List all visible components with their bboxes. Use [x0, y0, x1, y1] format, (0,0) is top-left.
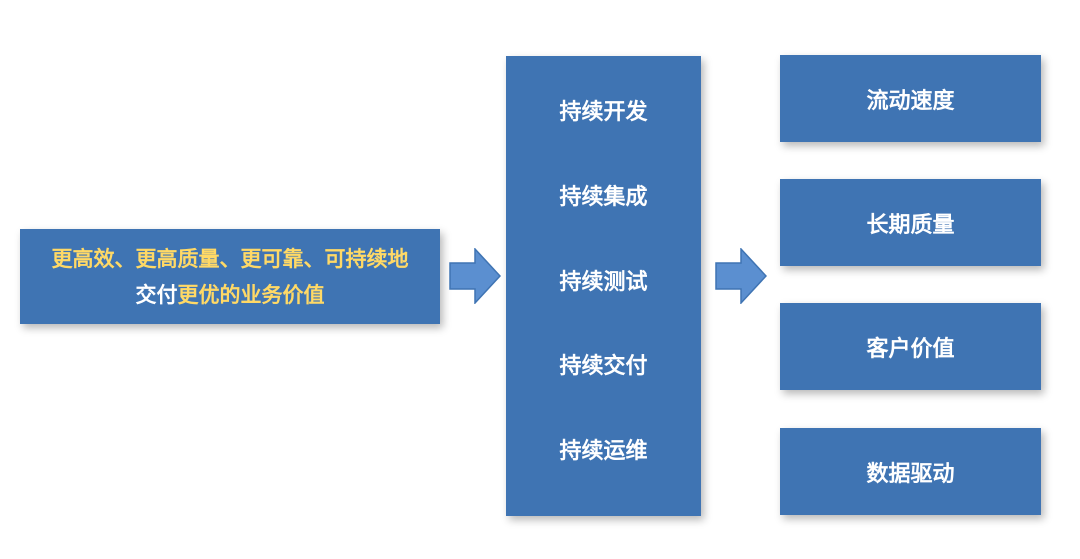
- outcome-box-long-term-quality: 长期质量: [780, 179, 1041, 266]
- goal-line-1: 更高效、更高质量、更可靠、可持续地: [52, 241, 409, 277]
- outcome-label: 长期质量: [866, 212, 955, 238]
- practices-box: 持续开发 持续集成 持续测试 持续交付 持续运维: [506, 56, 701, 516]
- goal-line-2-highlight: 更优的业务价值: [177, 282, 325, 307]
- outcome-label: 客户价值: [866, 336, 955, 362]
- right-arrow-icon: [449, 248, 501, 304]
- outcome-box-flow-speed: 流动速度: [780, 55, 1041, 142]
- outcome-label: 数据驱动: [866, 461, 955, 487]
- goal-line-1-text: 更高效、更高质量、更可靠、可持续地: [51, 246, 409, 271]
- outcome-box-customer-value: 客户价值: [780, 303, 1041, 390]
- goal-box: 更高效、更高质量、更可靠、可持续地 交付更优的业务价值: [20, 229, 440, 324]
- practice-item-continuous-integration: 持续集成: [559, 185, 648, 210]
- practice-item-continuous-delivery: 持续交付: [559, 354, 648, 379]
- outcome-label: 流动速度: [866, 88, 955, 114]
- right-arrow-icon: [715, 248, 767, 304]
- practice-item-continuous-development: 持续开发: [559, 100, 648, 125]
- practice-item-continuous-operations: 持续运维: [559, 439, 648, 464]
- outcome-box-data-driven: 数据驱动: [780, 428, 1041, 515]
- goal-line-2-prefix: 交付: [135, 282, 178, 307]
- practice-item-continuous-testing: 持续测试: [559, 270, 648, 295]
- goal-line-2: 交付更优的业务价值: [136, 277, 325, 313]
